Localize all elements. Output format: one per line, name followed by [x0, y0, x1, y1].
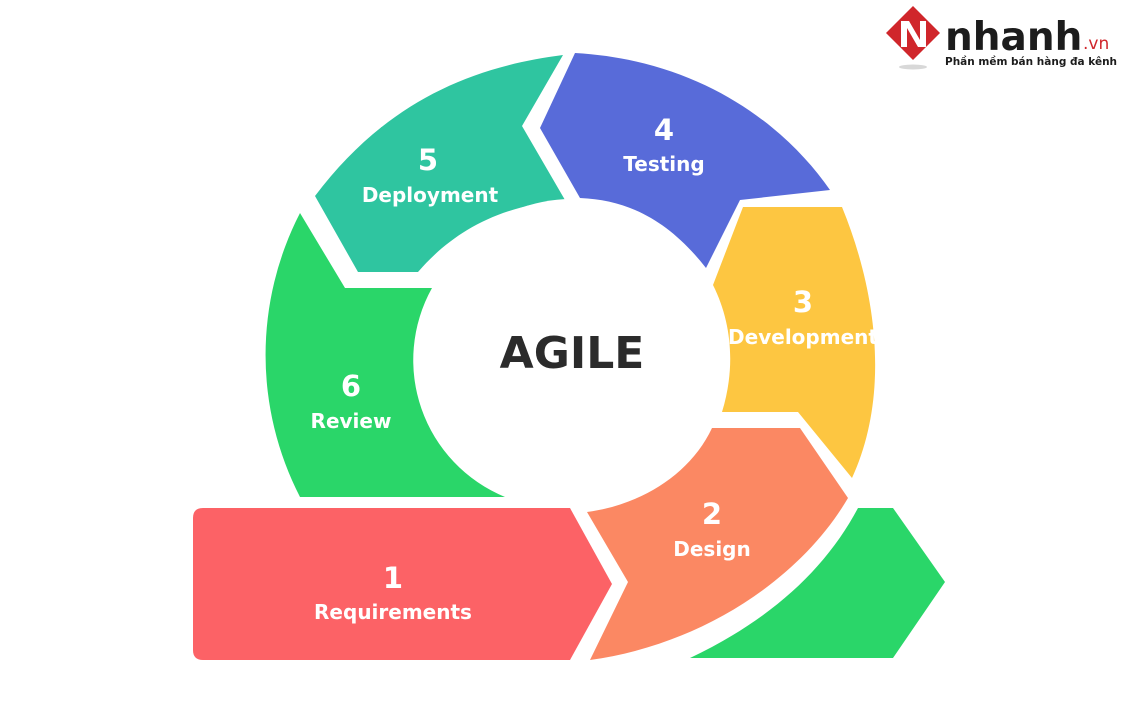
step-2-design: 2 Design: [587, 428, 848, 660]
step-2-label: Design: [673, 537, 750, 561]
step-6-review: 6 Review: [265, 213, 505, 497]
step-6-label: Review: [311, 409, 392, 433]
brand-name: nhanh: [945, 15, 1082, 60]
step-2-shape: [587, 428, 848, 660]
step-4-number: 4: [654, 113, 674, 147]
step-3-number: 3: [793, 285, 813, 319]
step-3-development: 3 Development: [713, 207, 878, 478]
step-4-testing: 4 Testing: [540, 53, 830, 268]
step-1-label: Requirements: [314, 600, 472, 624]
step-5-deployment: 5 Deployment: [315, 55, 565, 272]
brand-tld: .vn: [1083, 34, 1109, 54]
step-5-label: Deployment: [362, 183, 499, 207]
brand-logo: nhanh .vn Phần mềm bán hàng đa kênh: [886, 6, 1117, 70]
step-1-requirements: 1 Requirements: [193, 508, 612, 660]
brand-mark-icon: [886, 6, 940, 70]
step-1-shape: [193, 508, 612, 660]
center-circle: [419, 199, 725, 505]
step-3-label: Development: [728, 325, 878, 349]
step-1-number: 1: [383, 561, 403, 595]
extra-arrow-shape: [690, 508, 945, 658]
step-6-number: 6: [341, 369, 361, 403]
step-6-shape: [265, 213, 505, 497]
step-4-shape: [540, 53, 830, 268]
step-4-label: Testing: [623, 152, 704, 176]
brand-tagline: Phần mềm bán hàng đa kênh: [945, 55, 1117, 68]
step-2-number: 2: [702, 497, 722, 531]
step-5-shape: [315, 55, 565, 272]
step-3-shape: [713, 207, 876, 478]
center-title: AGILE: [500, 328, 645, 379]
step-5-number: 5: [418, 143, 438, 177]
